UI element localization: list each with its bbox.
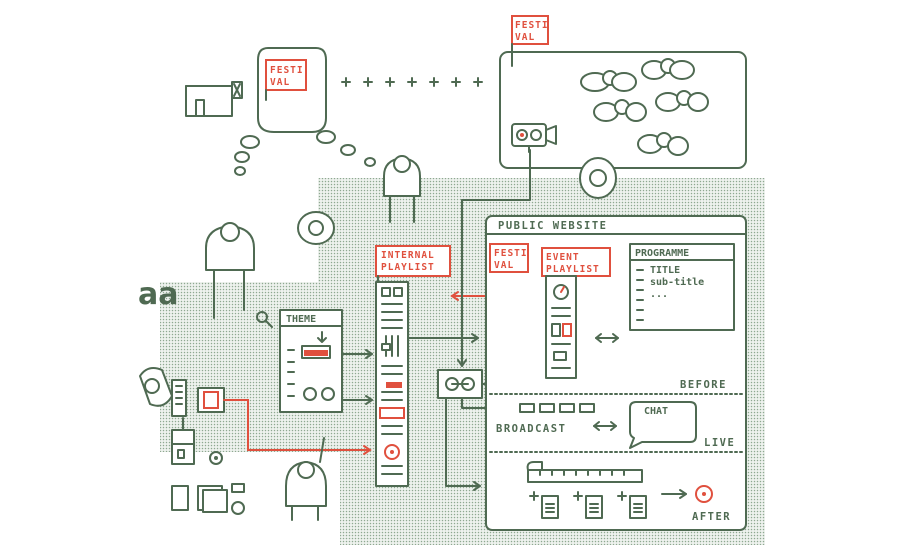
festival-stage: FESTI VAL: [499, 15, 747, 169]
festival-bubble-text-1: FESTI: [270, 65, 304, 76]
public-website-title: PUBLIC WEBSITE: [498, 220, 608, 232]
projector-icon: [437, 369, 483, 399]
festival-web-text-2: VAL: [494, 260, 514, 271]
theme-label: THEME: [286, 314, 316, 325]
magnifier-icon: [256, 311, 273, 328]
event-playlist-text-1: EVENT: [546, 252, 580, 263]
festival-bubble-text-2: VAL: [270, 77, 290, 88]
audience-icon: [580, 58, 709, 156]
device-stack: [171, 417, 245, 515]
person-icon-desk: [139, 367, 187, 417]
broadcast-tiles: [519, 403, 595, 413]
before-label: BEFORE: [680, 379, 727, 391]
internal-playlist-column: INTERNAL PLAYLIST: [375, 245, 451, 487]
festival-web-text-1: FESTI: [494, 248, 528, 259]
office-building-icon: [185, 81, 243, 117]
video-camera-icon: [511, 123, 557, 153]
person-icon-sitting: [297, 211, 335, 245]
person-icon-bottom: [285, 437, 327, 521]
person-icon-stage: [579, 157, 617, 199]
programme-box: PROGRAMME TITLE sub-title ...: [629, 243, 735, 331]
programme-item-more: ...: [650, 289, 668, 300]
archive-timeline: [526, 461, 643, 483]
festival-stage-text-1: FESTI: [515, 20, 549, 31]
logo-text: aa: [138, 277, 179, 312]
archive-documents: [529, 491, 647, 519]
public-website-panel: PUBLIC WEBSITE FESTI VAL EVENT PLAYLIST …: [485, 215, 747, 531]
programme-title: PROGRAMME: [635, 248, 689, 259]
event-playlist-device: [545, 275, 577, 379]
festival-flag-stage: [511, 15, 549, 45]
festival-flag-bubble: [265, 59, 307, 91]
person-icon-top: [383, 155, 421, 223]
chat-label: CHAT: [644, 406, 668, 417]
red-connector-theme: [223, 399, 371, 451]
festival-stage-text-2: VAL: [515, 32, 535, 43]
programme-item-title: TITLE: [650, 265, 680, 276]
live-label: LIVE: [704, 437, 735, 449]
event-playlist-text-2: PLAYLIST: [546, 264, 600, 275]
person-icon-left: [205, 222, 255, 319]
programme-item-subtitle: sub-title: [650, 276, 704, 288]
internal-playlist-text-2: PLAYLIST: [381, 262, 435, 273]
thought-bubble: FESTI VAL: [234, 47, 376, 176]
plus-row: [341, 77, 483, 87]
broadcast-label: BROADCAST: [496, 423, 566, 435]
tablet-icon: [197, 387, 225, 413]
internal-playlist-text-1: INTERNAL: [381, 250, 435, 261]
theme-panel: THEME: [279, 309, 343, 413]
chat-bubble: CHAT: [629, 401, 697, 449]
after-label: AFTER: [692, 511, 731, 523]
